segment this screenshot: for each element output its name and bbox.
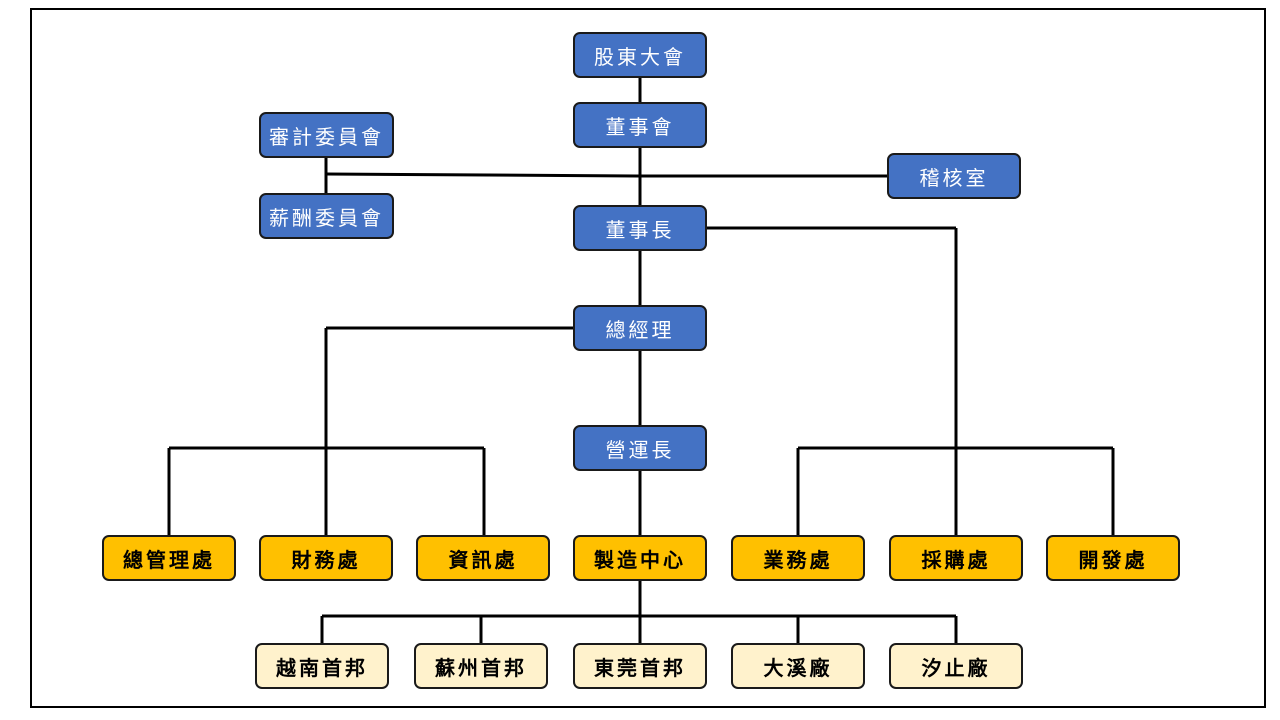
board-of-directors-box: 董事會 <box>573 102 707 148</box>
remuneration-committee-box: 薪酬委員會 <box>259 193 394 239</box>
sales-dept-box: 業務處 <box>731 535 865 581</box>
manufacturing-center-box: 製造中心 <box>573 535 707 581</box>
internal-audit-office-box: 稽核室 <box>887 153 1021 199</box>
audit-committee-box: 審計委員會 <box>259 112 394 158</box>
xizhi-plant-box: 汐止廠 <box>889 643 1023 689</box>
procurement-dept-box: 採購處 <box>889 535 1023 581</box>
chart-frame <box>30 8 1266 708</box>
dongguan-plant-box: 東莞首邦 <box>573 643 707 689</box>
vietnam-plant-box: 越南首邦 <box>255 643 389 689</box>
shareholders-meeting-box: 股東大會 <box>573 32 707 78</box>
finance-dept-box: 財務處 <box>259 535 393 581</box>
coo-box: 營運長 <box>573 425 707 471</box>
chairman-box: 董事長 <box>573 205 707 251</box>
suzhou-plant-box: 蘇州首邦 <box>414 643 548 689</box>
president-box: 總經理 <box>573 305 707 351</box>
general-admin-dept-box: 總管理處 <box>102 535 236 581</box>
it-dept-box: 資訊處 <box>416 535 550 581</box>
rnd-dept-box: 開發處 <box>1046 535 1180 581</box>
daxi-plant-box: 大溪廠 <box>731 643 865 689</box>
